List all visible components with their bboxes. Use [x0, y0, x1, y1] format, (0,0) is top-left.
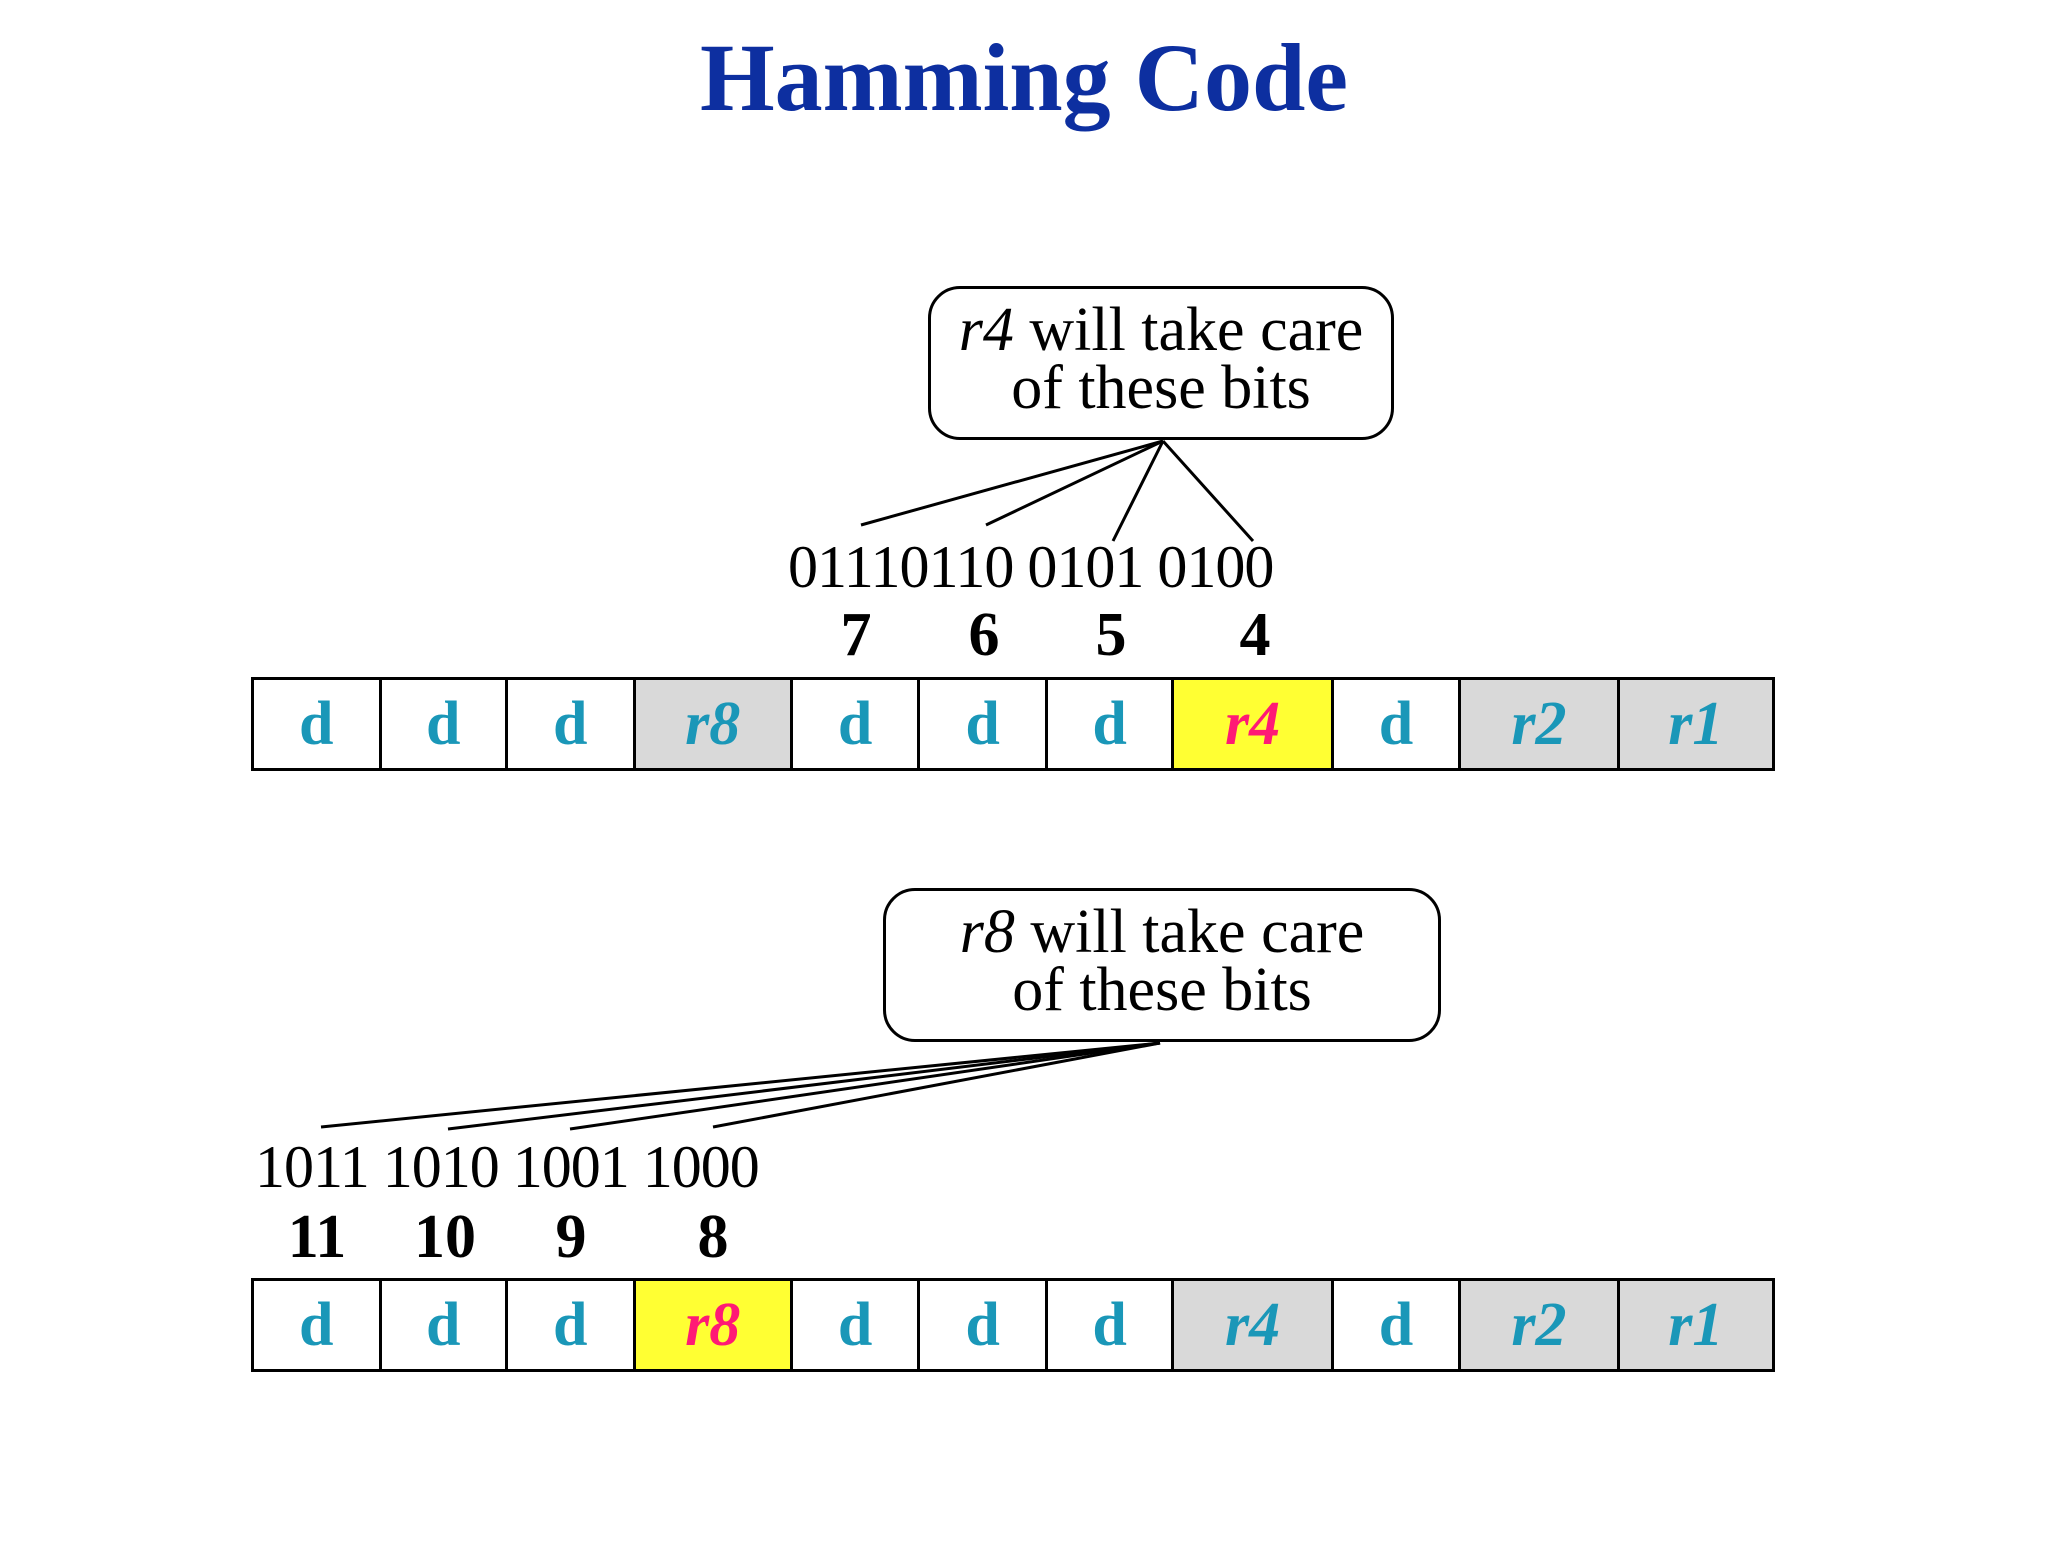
data-bit-cell: d — [1047, 1281, 1175, 1369]
data-bit-cell: d — [1047, 680, 1175, 768]
leader-line — [320, 1041, 1161, 1129]
position-number: 4 — [1239, 601, 1271, 669]
cell-label: d — [1092, 1290, 1127, 1359]
callout-text: will take care — [1014, 898, 1365, 966]
leader-line — [712, 1041, 1161, 1129]
callout-line-1: r4 will take care — [931, 299, 1391, 361]
data-bit-cell: d — [1333, 680, 1462, 768]
cell-label: r8 — [685, 689, 741, 758]
leader-line — [1111, 440, 1165, 542]
position-number: 6 — [968, 601, 1000, 669]
data-bit-cell: d — [254, 680, 382, 768]
cell-label: r4 — [1224, 1290, 1281, 1359]
cell-label: d — [553, 689, 588, 758]
data-bit-cell: d — [381, 1281, 508, 1369]
redundant-bit-cell-r4-highlighted: r4 — [1174, 680, 1334, 768]
cell-label: d — [299, 1290, 334, 1359]
data-bit-cell: d — [920, 1281, 1048, 1369]
cell-label: d — [1378, 689, 1414, 758]
leader-line — [860, 439, 1164, 527]
cell-label: r8 — [685, 1290, 741, 1359]
bit-groups-string: 01110110 0101 0100 — [788, 534, 1274, 600]
cell-label: d — [1378, 1290, 1414, 1359]
redundant-bit-cell-r2: r2 — [1461, 680, 1620, 768]
callout-line-2: of these bits — [1012, 956, 1312, 1024]
redundant-bit-cell-r1: r1 — [1619, 1281, 1773, 1369]
redundant-bit-cell-r8-highlighted: r8 — [635, 1281, 793, 1369]
position-number: 8 — [697, 1203, 729, 1271]
cell-label: r1 — [1668, 689, 1724, 758]
bit-register-row: d d d r8 d d d r4 d r2 r1 — [251, 1278, 1775, 1372]
cell-label: d — [965, 1290, 1000, 1359]
callout-line-1: r8 will take care — [886, 901, 1438, 963]
callout-symbol: r4 — [958, 296, 1014, 364]
cell-label: d — [965, 689, 1000, 758]
position-number: 10 — [414, 1203, 476, 1271]
cell-label: r2 — [1511, 689, 1567, 758]
position-number: 5 — [1095, 601, 1127, 669]
bit-register-row: d d d r8 d d d r4 d r2 r1 — [251, 677, 1775, 771]
data-bit-cell: d — [920, 680, 1048, 768]
diagram-title: Hamming Code — [700, 24, 1348, 131]
cell-label: r2 — [1511, 1290, 1567, 1359]
callout-r4-covers-bits: r4 will take care of these bits — [928, 286, 1394, 440]
callout-r8-covers-bits: r8 will take care of these bits — [883, 888, 1441, 1042]
cell-label: d — [837, 689, 873, 758]
bit-groups-string: 1011 1010 1001 1000 — [255, 1134, 760, 1200]
cell-label: d — [426, 689, 461, 758]
data-bit-cell: d — [508, 680, 636, 768]
cell-label: d — [553, 1290, 588, 1359]
callout-text: will take care — [1013, 296, 1364, 364]
callout-symbol: r8 — [959, 898, 1015, 966]
data-bit-cell: d — [381, 680, 508, 768]
cell-label: d — [299, 689, 334, 758]
redundant-bit-cell-r4: r4 — [1174, 1281, 1334, 1369]
cell-label: d — [1092, 689, 1127, 758]
position-number: 7 — [840, 601, 872, 669]
leader-line — [569, 1041, 1161, 1131]
cell-label: d — [837, 1290, 873, 1359]
position-number: 9 — [555, 1203, 587, 1271]
data-bit-cell: d — [508, 1281, 636, 1369]
position-number: 11 — [287, 1203, 347, 1271]
data-bit-cell: d — [792, 1281, 921, 1369]
leader-line — [985, 439, 1164, 527]
cell-label: r1 — [1668, 1290, 1724, 1359]
leader-line — [447, 1041, 1161, 1131]
leader-line — [1161, 439, 1255, 543]
redundant-bit-cell-r2: r2 — [1461, 1281, 1620, 1369]
data-bit-cell: d — [1333, 1281, 1462, 1369]
cell-label: r4 — [1224, 689, 1281, 758]
data-bit-cell: d — [254, 1281, 382, 1369]
cell-label: d — [426, 1290, 461, 1359]
callout-line-2: of these bits — [1011, 354, 1311, 422]
redundant-bit-cell-r1: r1 — [1619, 680, 1773, 768]
data-bit-cell: d — [792, 680, 921, 768]
redundant-bit-cell-r8: r8 — [635, 680, 793, 768]
